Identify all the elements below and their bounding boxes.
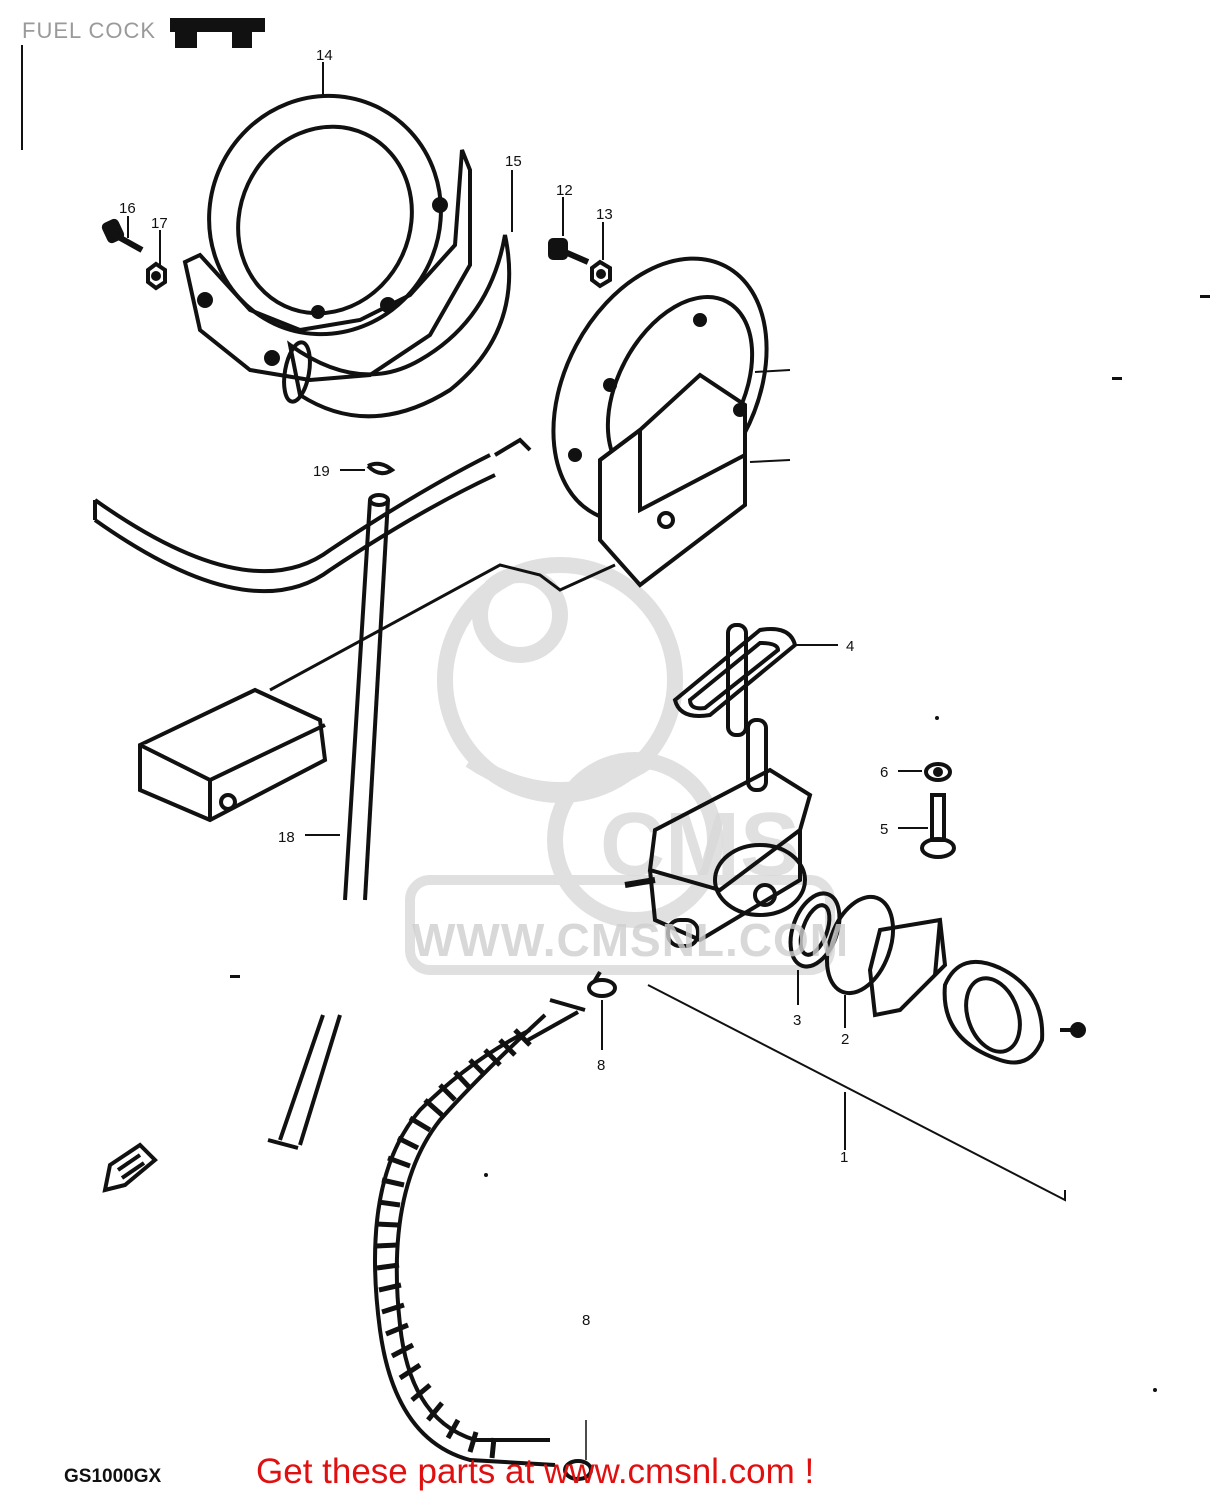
hose-clamp-part-8-top xyxy=(587,970,617,998)
wire-lead-part-19 xyxy=(93,437,532,594)
cover-plate-part xyxy=(942,959,1045,1065)
callout-6: 6 xyxy=(880,764,888,781)
seal-strip-part-15 xyxy=(282,234,512,419)
float-part xyxy=(138,687,328,823)
bolt-part-16 xyxy=(101,218,144,253)
bolt-part-12 xyxy=(548,238,590,265)
o-ring-part-3 xyxy=(788,891,842,969)
callout-5: 5 xyxy=(880,821,888,838)
callout-16: 16 xyxy=(119,200,136,217)
hose-clamp-part-8-bottom xyxy=(563,1420,593,1481)
callout-labels: 14 15 16 17 12 13 19 4 6 5 18 3 2 8 8 1 xyxy=(119,47,888,1329)
fuel-cock-body xyxy=(624,623,813,948)
callout-1: 1 xyxy=(840,1149,848,1166)
callout-2: 2 xyxy=(841,1031,849,1048)
gasket-part-4 xyxy=(672,627,798,718)
callout-12: 12 xyxy=(556,182,573,199)
washer-part-6 xyxy=(924,762,952,782)
fuel-gauge-sender-unit xyxy=(269,256,791,692)
callout-17: 17 xyxy=(151,215,168,232)
lever-ring-part-2 xyxy=(825,894,895,996)
mounting-plate-part-14 xyxy=(182,93,472,383)
watermark-url: WWW.CMSNL.COM xyxy=(412,914,850,966)
assembly-bracket-part-1 xyxy=(647,984,1066,1202)
screw-part-5 xyxy=(920,793,956,859)
callout-8-bottom: 8 xyxy=(582,1312,590,1329)
callout-15: 15 xyxy=(505,153,522,170)
callout-18: 18 xyxy=(278,829,295,846)
front-arrow-icon xyxy=(102,1142,158,1193)
scan-artifacts xyxy=(230,295,1210,1392)
title-redaction xyxy=(170,18,265,48)
pipe-part-18 xyxy=(267,493,390,1150)
callout-4: 4 xyxy=(846,638,854,655)
lever-part xyxy=(867,917,948,1018)
callout-19: 19 xyxy=(313,463,330,480)
diagram-title: FUEL COCK xyxy=(22,18,157,43)
callout-14: 14 xyxy=(316,47,333,64)
small-screw-part xyxy=(1060,1022,1086,1038)
callout-3: 3 xyxy=(793,1012,801,1029)
leader-lines xyxy=(127,62,928,1050)
callout-13: 13 xyxy=(596,206,613,223)
nut-part-13 xyxy=(590,259,612,289)
callout-8-top: 8 xyxy=(597,1057,605,1074)
model-label: GS1000GX xyxy=(64,1466,162,1487)
nut-part-17 xyxy=(146,261,167,291)
hose-corrugations xyxy=(375,1028,532,1459)
footer-cta-link[interactable]: Get these parts at www.cmsnl.com ! xyxy=(256,1452,815,1491)
